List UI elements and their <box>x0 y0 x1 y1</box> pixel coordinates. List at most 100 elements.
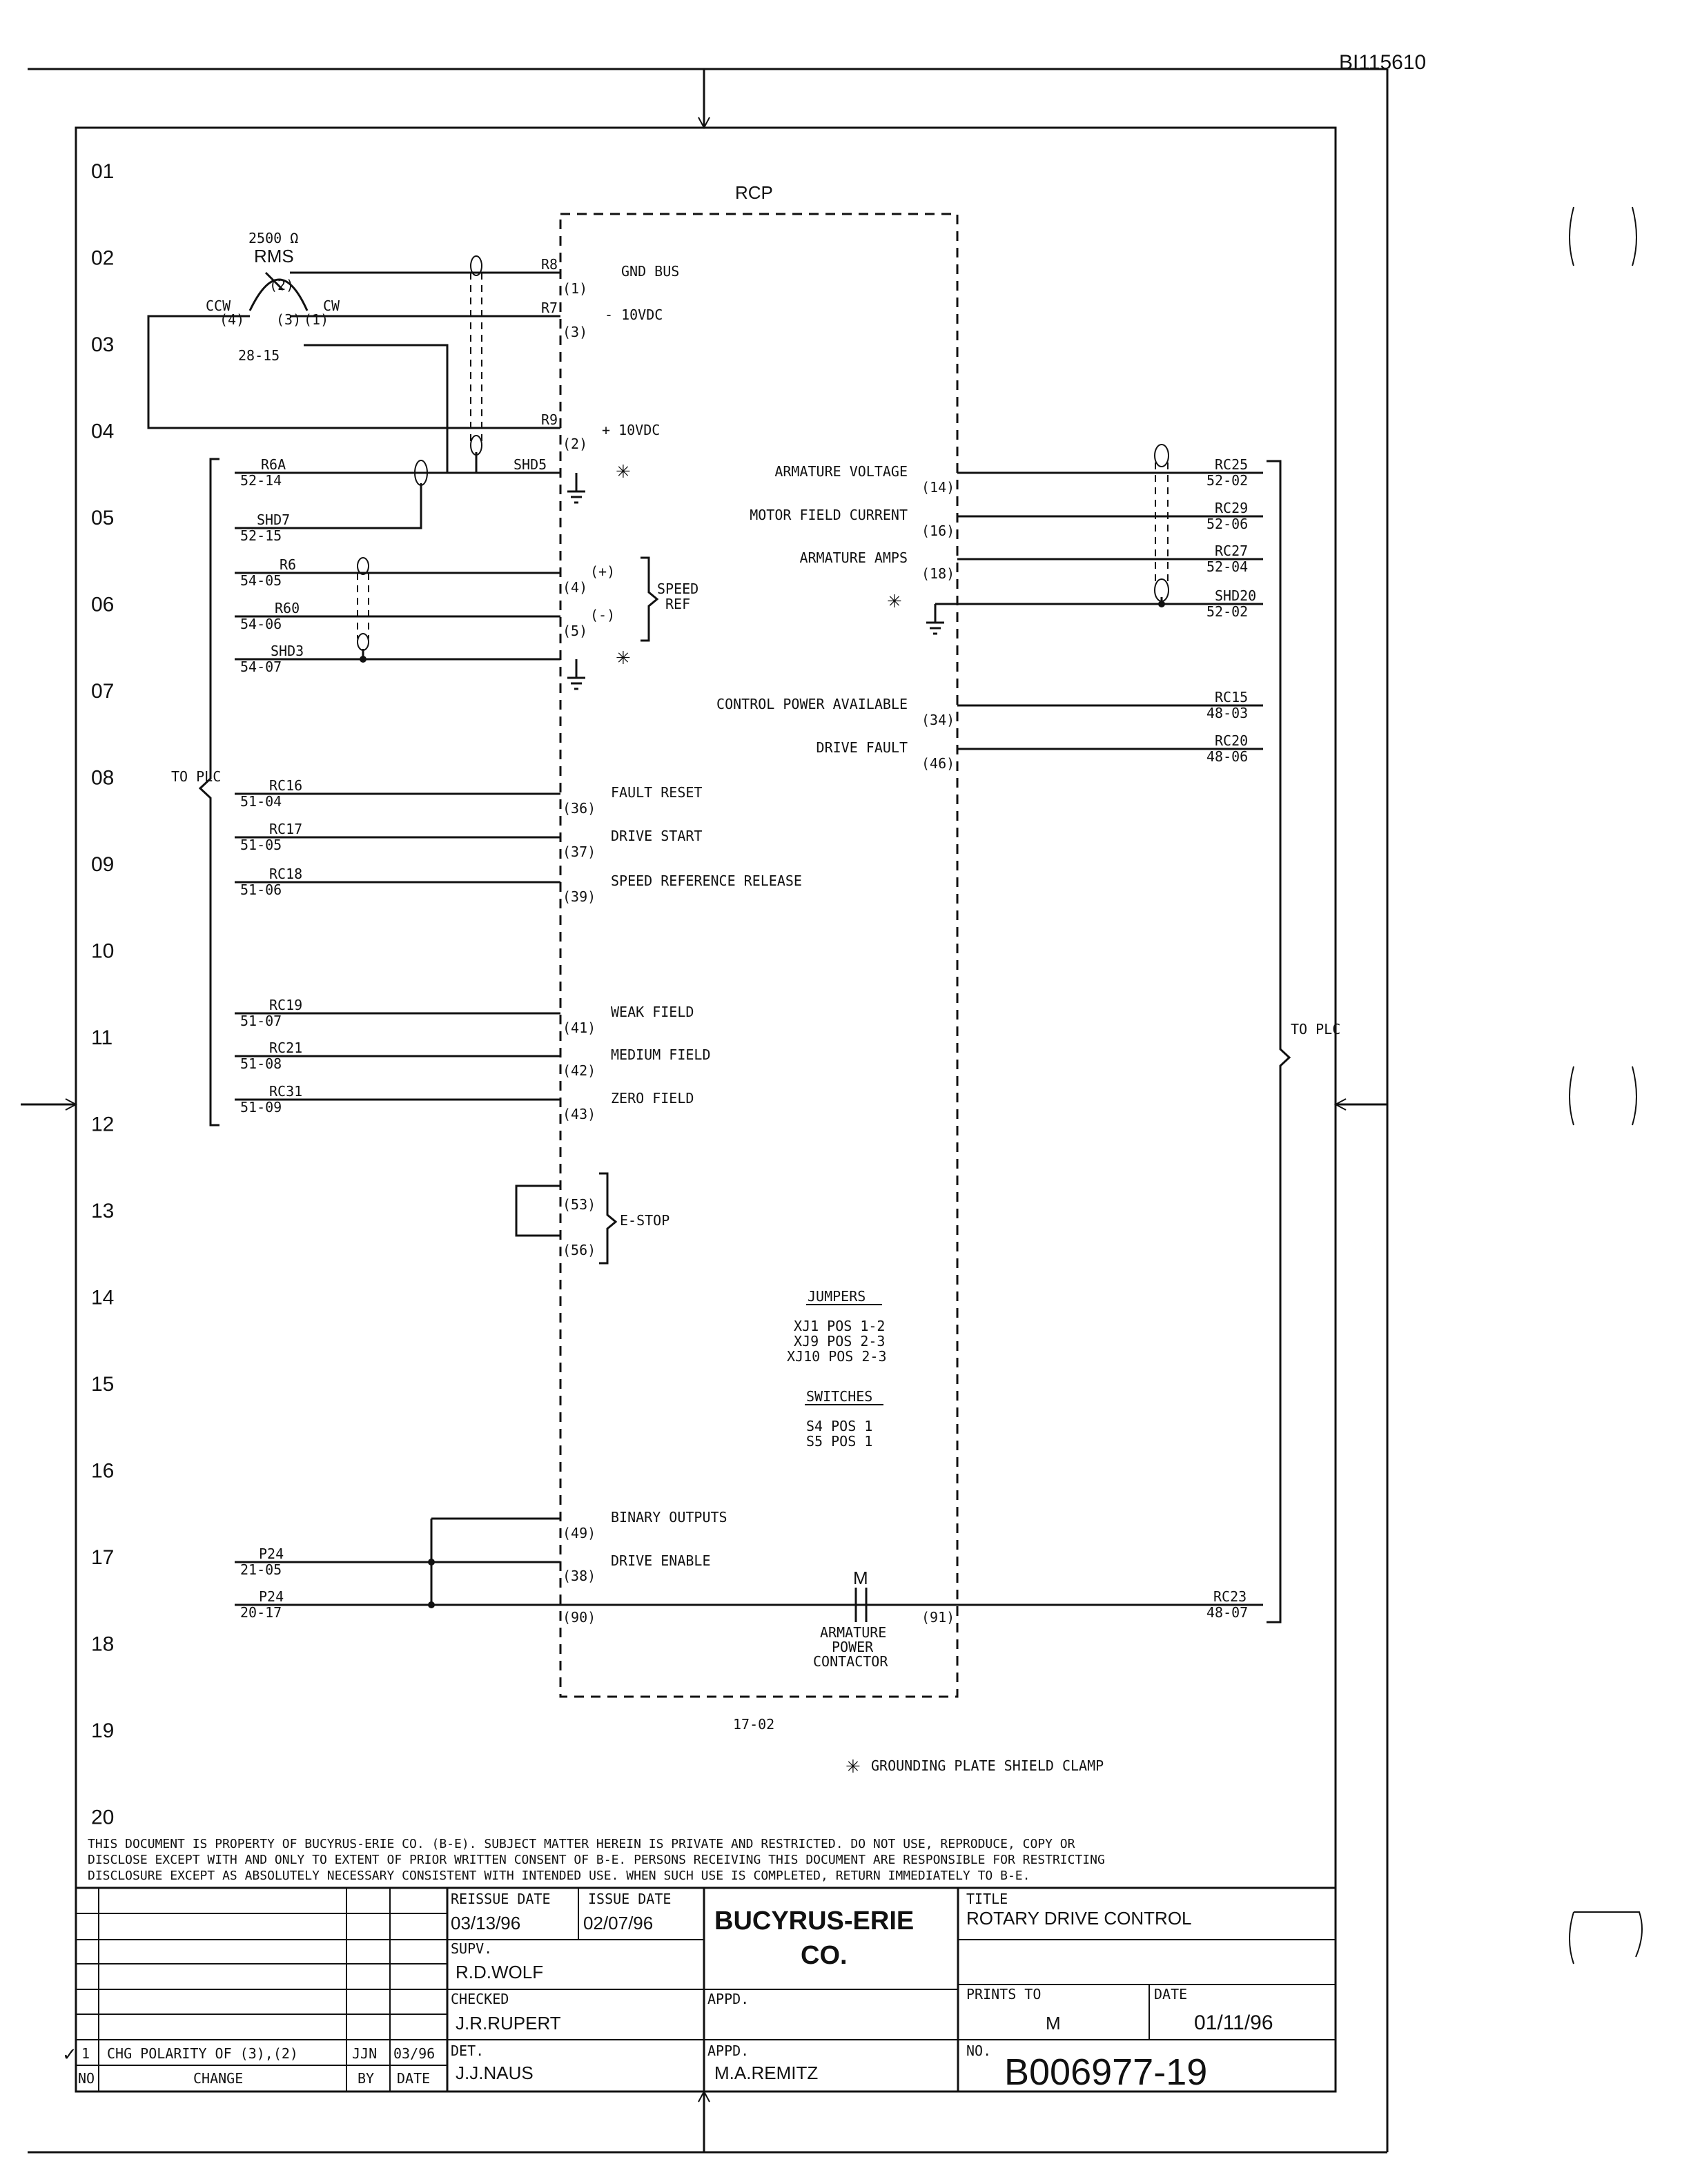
wire-label: RC18 <box>269 866 302 882</box>
date-label: DATE <box>1154 1986 1187 2002</box>
pot-name: RMS <box>254 246 294 266</box>
terminal-pin: (43) <box>563 1106 596 1122</box>
signal-label: CONTROL POWER AVAILABLE <box>716 696 908 712</box>
star-icon-1: ✳ <box>616 461 631 482</box>
row-number: 07 <box>91 680 114 703</box>
row-number: 03 <box>91 333 114 356</box>
drawing-title: ROTARY DRIVE CONTROL <box>966 1908 1192 1929</box>
wire-label: RC16 <box>269 777 302 794</box>
jumpers-title: JUMPERS <box>808 1288 866 1305</box>
right-plc-label: TO PLC <box>1291 1021 1340 1037</box>
det-label: DET. <box>451 2042 484 2059</box>
contactor-line1: ARMATURE <box>820 1624 886 1641</box>
signal-label: ARMATURE AMPS <box>799 549 908 566</box>
svg-text:52-15: 52-15 <box>240 527 282 544</box>
svg-text:R6A: R6A <box>261 456 286 473</box>
wire-ref: 48-06 <box>1206 748 1248 765</box>
title-block <box>76 1886 1336 2092</box>
reissue-label: REISSUE DATE <box>451 1891 551 1907</box>
date-value: 01/11/96 <box>1194 2011 1273 2034</box>
row-number: 01 <box>91 160 114 183</box>
pot-wiper-icon <box>264 271 284 291</box>
right-shield-top <box>1154 444 1169 467</box>
star-icon-legend: ✳ <box>845 1756 861 1777</box>
rev-no: 1 <box>81 2045 90 2062</box>
terminal-pin: (18) <box>921 565 955 582</box>
pot-pin4: (4) <box>219 311 244 328</box>
rc23-wire: RC23 <box>1213 1588 1247 1605</box>
svg-text:54-07: 54-07 <box>240 659 282 675</box>
row-number: 12 <box>91 1113 114 1136</box>
ground-note: GROUNDING PLATE SHIELD CLAMP <box>871 1757 1104 1774</box>
header-date: DATE <box>397 2070 430 2087</box>
estop-jumper <box>515 1184 560 1237</box>
row-number: 17 <box>91 1546 114 1569</box>
rev-by: JJN <box>352 2045 377 2062</box>
signal-label: DRIVE FAULT <box>817 739 908 756</box>
row-number: 15 <box>91 1373 114 1396</box>
speed-label-2: REF <box>665 596 690 612</box>
estop-label: E-STOP <box>620 1212 669 1229</box>
legal-line-1: THIS DOCUMENT IS PROPERTY OF BUCYRUS-ERI… <box>88 1837 1075 1851</box>
estop-pin56: (56) <box>563 1242 596 1258</box>
wire-ref: 52-02 <box>1206 472 1248 489</box>
pin-r8: (1) <box>563 280 587 297</box>
signal-label: MOTOR FIELD CURRENT <box>750 507 908 523</box>
wire-shd5 <box>304 344 560 474</box>
row-number: 11 <box>91 1026 113 1049</box>
terminal-pin: (46) <box>921 755 955 772</box>
signal-label: FAULT RESET <box>611 784 702 801</box>
estop-pin53: (53) <box>563 1196 596 1213</box>
label-gnd-bus: GND BUS <box>621 263 679 280</box>
shd5-label: SHD5 <box>514 456 547 473</box>
pin91: (91) <box>921 1609 955 1626</box>
wire-r9 <box>147 315 560 429</box>
appd2-name: M.A.REMITZ <box>714 2063 818 2083</box>
speed-brace <box>641 556 659 642</box>
label-neg-10vdc: - 10VDC <box>605 306 663 323</box>
svg-text:54-06: 54-06 <box>240 616 282 632</box>
speed-pin4: (4) <box>563 579 587 596</box>
header-by: BY <box>358 2070 374 2087</box>
punch-mark-2 <box>1569 1066 1637 1126</box>
no-label: NO. <box>966 2042 991 2059</box>
shield-loop-bottom <box>470 435 482 456</box>
svg-text:R60: R60 <box>275 600 300 616</box>
left-plc-brace <box>198 458 219 1127</box>
checked-name: J.R.RUPERT <box>456 2013 561 2034</box>
left-analog-wires: R6A 52-14 SHD7 52-15 R6 54-05 R60 54-06 … <box>235 456 560 675</box>
contactor-line3: CONTACTOR <box>813 1653 888 1670</box>
wire-ref: 52-02 <box>1206 603 1248 620</box>
row-number: 08 <box>91 767 114 790</box>
pot-pin2: (2) <box>269 277 294 293</box>
wire-label-r9: R9 <box>541 411 558 428</box>
reissue-date: 03/13/96 <box>451 1913 520 1933</box>
revision-check-icon: ✓ <box>62 2044 77 2065</box>
rcp-box <box>559 213 959 1698</box>
row-number: 20 <box>91 1806 114 1829</box>
wire-ref: 51-06 <box>240 881 282 898</box>
jumper-2: XJ9 POS 2-3 <box>794 1333 885 1349</box>
terminal-pin: (42) <box>563 1062 596 1079</box>
wire-label: RC17 <box>269 821 302 837</box>
pot-value: 2500 Ω <box>248 230 298 246</box>
svg-text:SHD7: SHD7 <box>257 511 290 528</box>
p24-ref-a: 21-05 <box>240 1561 282 1578</box>
drawing-number: B006977-19 <box>1004 2051 1207 2093</box>
switch-2: S5 POS 1 <box>806 1433 872 1450</box>
row-number: 06 <box>91 594 114 616</box>
det-name: J.J.NAUS <box>456 2063 534 2083</box>
company-line-1: BUCYRUS-ERIE <box>714 1907 914 1936</box>
header-change: CHANGE <box>193 2070 243 2087</box>
wire-label: RC19 <box>269 997 302 1013</box>
supv-name: R.D.WOLF <box>456 1962 543 1982</box>
right-plc-brace <box>1267 460 1291 1624</box>
pin-r9: (2) <box>563 436 587 452</box>
terminal-pin: (34) <box>921 712 955 728</box>
sheet-id: BI115610 <box>1339 51 1426 74</box>
rev-change: CHG POLARITY OF (3),(2) <box>107 2045 298 2062</box>
